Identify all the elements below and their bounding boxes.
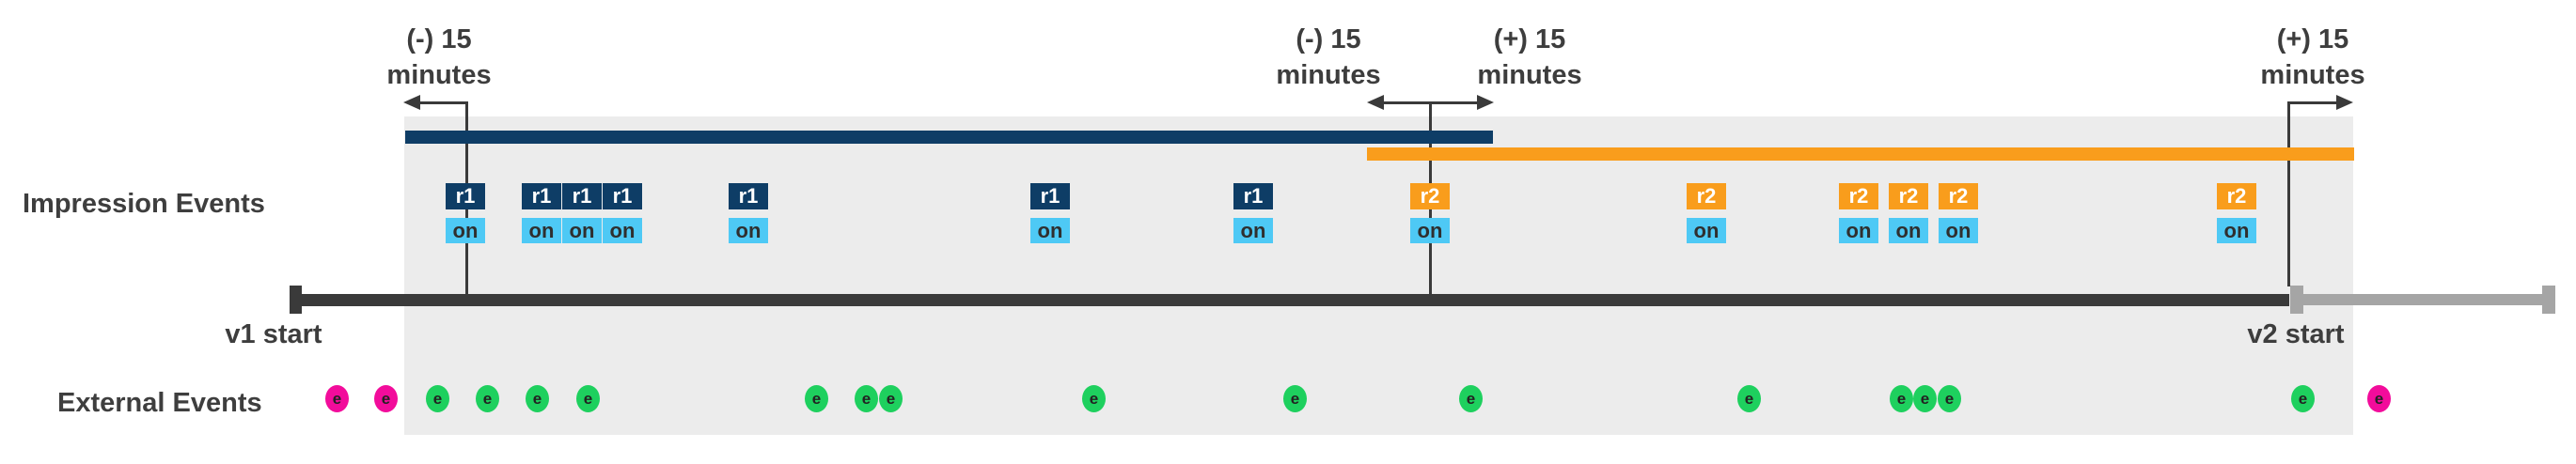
impression-status-badge: on [1030,218,1070,243]
v2-timeline-end-cap [2542,286,2555,314]
external-event-dot-green: e [2291,385,2315,412]
external-event-dot-green: e [476,385,499,412]
plus-15-minutes-annotation: (+) 15 minutes [2209,22,2416,93]
annotation-line1: (+) 15 [1493,24,1566,54]
impression-status-badge: on [1939,218,1978,243]
v2-start-label: v2 start [2247,319,2345,349]
impression-status-badge: on [522,218,561,243]
annotation-line1: (-) 15 [1296,24,1361,54]
impression-status-badge: on [446,218,485,243]
arrow-right-icon [2336,95,2353,110]
annotation-line1: (-) 15 [406,24,472,54]
impression-event-r2-box: r2 [1687,183,1726,209]
impression-status-badge: on [729,218,768,243]
external-event-dot-green: e [1459,385,1483,412]
external-event-dot-green: e [805,385,828,412]
impression-event-r2-box: r2 [1839,183,1878,209]
external-event-dot-green: e [426,385,449,412]
impression-event-r2-box: r2 [2217,183,2256,209]
impression-status-badge: on [1233,218,1273,243]
impression-status-badge: on [603,218,642,243]
annotation-line2: minutes [1477,60,1582,90]
external-event-dot-green: e [1913,385,1937,412]
external-event-dot-green: e [526,385,549,412]
v1-start-cap [290,286,302,314]
minus-15-minutes-annotation: (-) 15 minutes [1225,22,1432,93]
impression-event-r1-box: r1 [522,183,561,209]
plus-15-arrow-line [2289,101,2339,104]
impression-event-r2-box: r2 [1410,183,1450,209]
external-event-dot-green: e [879,385,903,412]
v1-timeline-bar [290,294,2289,306]
impression-status-badge: on [1839,218,1878,243]
impression-event-r2-box: r2 [1889,183,1928,209]
minus-15-minutes-annotation: (-) 15 minutes [336,22,542,93]
impression-status-badge: on [1410,218,1450,243]
annotation-line1: (+) 15 [2276,24,2349,54]
impression-events-row-label: Impression Events [23,189,265,219]
impression-status-badge: on [1687,218,1726,243]
impression-status-badge: on [562,218,602,243]
external-event-dot-green: e [1890,385,1913,412]
annotation-line2: minutes [1276,60,1381,90]
impression-status-badge: on [1889,218,1928,243]
impression-event-r2-box: r2 [1939,183,1978,209]
v2-start-cap [2290,286,2303,314]
impression-event-r1-box: r1 [729,183,768,209]
arrow-right-icon [1477,95,1494,110]
external-event-dot-green: e [1283,385,1307,412]
impression-status-badge: on [2217,218,2256,243]
impression-event-r1-box: r1 [1233,183,1273,209]
v1-start-label: v1 start [225,319,322,349]
event-guide-line [2287,101,2290,286]
annotation-line2: minutes [2260,60,2365,90]
external-event-dot-green: e [576,385,600,412]
external-event-dot-pink: e [374,385,398,412]
external-event-dot-green: e [1082,385,1106,412]
external-event-dot-pink: e [2367,385,2391,412]
impression-event-r1-box: r1 [446,183,485,209]
impression-event-r1-box: r1 [1030,183,1070,209]
annotation-line2: minutes [386,60,492,90]
external-event-dot-green: e [1737,385,1761,412]
impression-event-r1-box: r1 [603,183,642,209]
v2-period-bar [1367,147,2354,161]
v1-period-bar [405,131,1493,144]
plus-15-minutes-annotation: (+) 15 minutes [1426,22,1633,93]
minus-15-arrow-line [417,101,467,104]
impression-event-r1-box: r1 [562,183,602,209]
external-event-dot-green: e [855,385,878,412]
external-event-dot-pink: e [325,385,349,412]
external-event-dot-green: e [1938,385,1961,412]
external-events-row-label: External Events [57,388,262,418]
plus-minus-15-arrow-line [1381,101,1480,104]
arrow-left-icon [403,95,420,110]
active-window-panel [404,116,2353,435]
v2-timeline-bar [2290,294,2555,305]
arrow-left-icon [1367,95,1384,110]
